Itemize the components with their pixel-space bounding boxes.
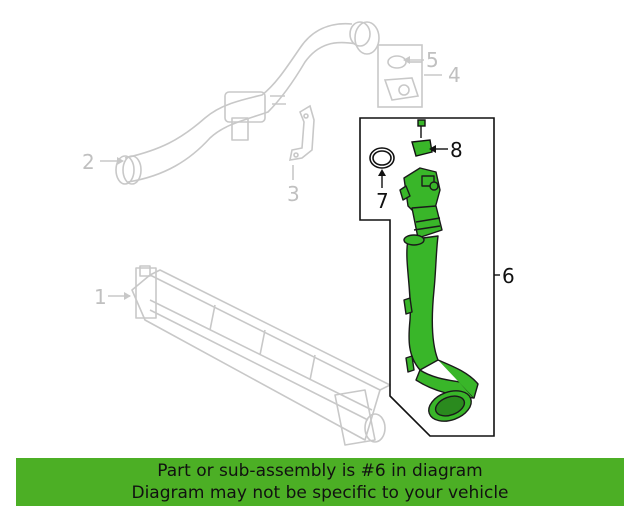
banner-line-part: Part or sub-assembly is #6 in diagram [157,461,483,481]
intercooler [108,265,391,446]
callout-3: 3 [287,182,300,206]
callout-7: 7 [376,189,389,213]
callout-4: 4 [448,63,461,87]
sensor-housing [377,44,442,108]
callout-1: 1 [94,285,107,309]
leader-arrow-7 [378,169,386,176]
banner-line-disclaimer: Diagram may not be specific to your vehi… [131,483,509,503]
gasket-ring-7 [369,147,395,169]
leader-arrow-1 [124,292,131,300]
callout-8: 8 [450,138,463,162]
parts-diagram: 1 2 3 4 5 6 7 8 [82,21,515,446]
info-banner: Part or sub-assembly is #6 in diagram Di… [16,458,624,506]
leader-arrow-2 [117,157,124,165]
charge-air-tube-6 [399,167,479,422]
bracket [288,104,315,180]
bolt-clip-8 [411,119,433,157]
callout-5: 5 [426,48,439,72]
leader-arrow-8 [429,145,436,153]
charge-air-hose-upper [115,21,380,185]
part-6-outline [359,117,495,437]
callout-2: 2 [82,150,95,174]
leader-arrow-5 [403,56,410,64]
callout-6: 6 [502,264,515,288]
